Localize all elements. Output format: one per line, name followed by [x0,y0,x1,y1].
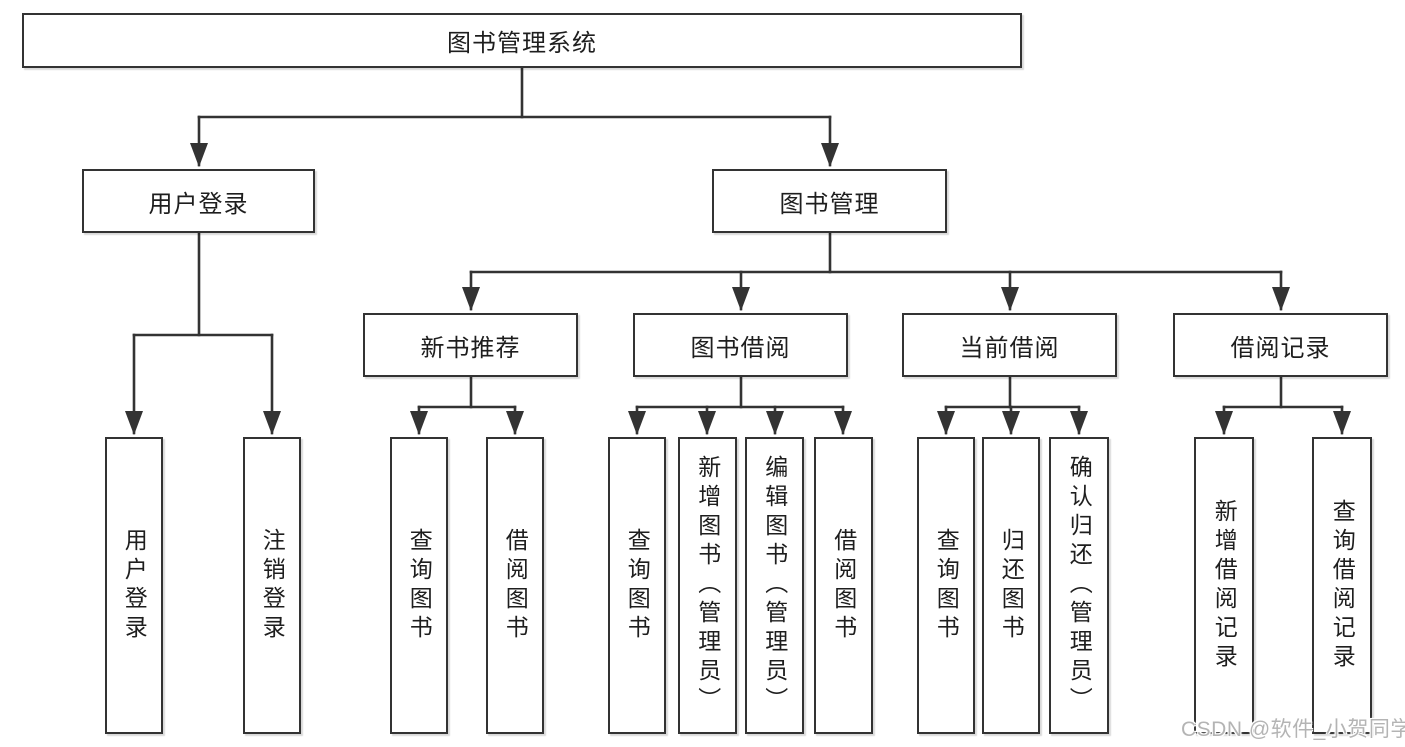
new-book-rec-branch-connectors [410,375,524,435]
root-branch-connectors [190,66,839,167]
leaf-bb-add-books-admin: 新增图书（管理员） [678,437,737,734]
leaf-cb-return-books: 归还图书 [982,437,1040,734]
leaf-br-add-record-label: 新增借阅记录 [1211,498,1238,673]
leaf-cb-query-books: 查询图书 [917,437,975,734]
leaf-logout: 注销登录 [243,437,301,734]
leaf-bb-add-books-admin-label: 新增图书（管理员） [694,455,721,716]
leaf-cb-query-books-label: 查询图书 [933,527,960,644]
csdn-watermark: CSDN @软件_小贺同学 [1181,718,1405,741]
node-new-book-recommend: 新书推荐 [363,313,578,377]
leaf-rec-borrow-books: 借阅图书 [486,437,544,734]
borrow-record-branch-connectors [1215,375,1351,435]
book-borrow-branch-connectors [628,375,852,435]
current-borrow-branch-connectors [937,375,1088,435]
leaf-bb-borrow-books-label: 借阅图书 [830,527,857,644]
node-user-login: 用户登录 [82,169,315,233]
leaf-bb-query-books: 查询图书 [608,437,666,734]
leaf-user-login: 用户登录 [105,437,163,734]
leaf-br-query-record-label: 查询借阅记录 [1329,498,1356,673]
leaf-logout-label: 注销登录 [259,527,286,644]
node-root-system: 图书管理系统 [22,13,1022,68]
node-current-borrow: 当前借阅 [902,313,1117,377]
leaf-bb-borrow-books: 借阅图书 [814,437,873,734]
book-mgmt-branch-connectors [462,231,1290,311]
leaf-bb-query-books-label: 查询图书 [624,527,651,644]
leaf-rec-borrow-books-label: 借阅图书 [502,527,529,644]
node-borrow-record: 借阅记录 [1173,313,1388,377]
leaf-br-add-record: 新增借阅记录 [1194,437,1254,734]
leaf-bb-edit-books-admin-label: 编辑图书（管理员） [761,455,788,716]
leaf-cb-confirm-return-admin: 确认归还（管理员） [1049,437,1109,734]
node-book-borrow: 图书借阅 [633,313,848,377]
leaf-user-login-label: 用户登录 [121,527,148,644]
leaf-rec-query-books-label: 查询图书 [406,527,433,644]
leaf-rec-query-books: 查询图书 [390,437,448,734]
user-login-branch-connectors [125,231,281,435]
leaf-bb-edit-books-admin: 编辑图书（管理员） [745,437,804,734]
leaf-cb-confirm-return-admin-label: 确认归还（管理员） [1066,455,1093,716]
leaf-br-query-record: 查询借阅记录 [1312,437,1372,734]
leaf-cb-return-books-label: 归还图书 [998,527,1025,644]
node-book-management: 图书管理 [712,169,947,233]
